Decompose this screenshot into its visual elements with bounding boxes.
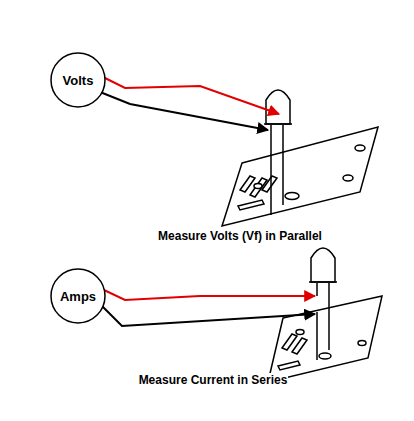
black-probe-wire (100, 92, 268, 130)
meter-label: Amps (60, 289, 96, 304)
meter-circle: Amps (50, 268, 106, 324)
red-probe-wire (105, 78, 279, 114)
circuit-board (268, 296, 382, 382)
meter-circle: Volts (50, 52, 106, 108)
meter-label: Volts (63, 73, 94, 88)
led (309, 248, 337, 360)
caption-label: Measure Volts (Vf) in Parallel (157, 229, 323, 243)
led (264, 90, 292, 215)
red-probe-wire (104, 290, 315, 300)
circuit-board (222, 127, 378, 226)
caption-label: Measure Current in Series (138, 373, 289, 387)
black-probe-wire (100, 304, 315, 326)
